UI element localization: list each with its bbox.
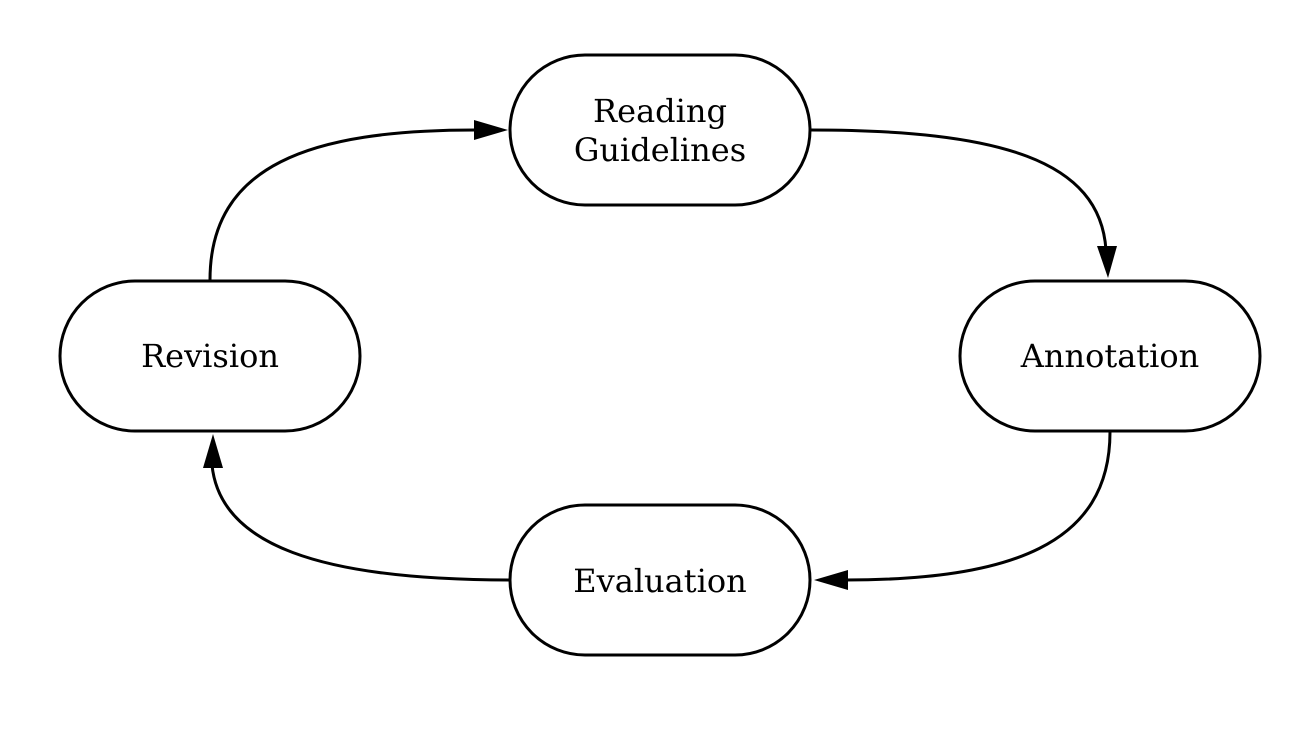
arrow-head-icon [203,434,223,468]
arrow-head-icon [474,120,508,140]
node-revision: Revision [58,279,362,433]
node-reading-guidelines-label-line2: Guidelines [574,131,746,169]
node-reading-guidelines: Reading Guidelines [508,53,812,207]
edge-evaluation-to-revision [203,434,511,582]
edge-annotation-to-evaluation [814,431,1112,590]
node-annotation: Annotation [958,279,1262,433]
arrow-head-icon [1097,246,1117,278]
arrow-head-icon [814,570,848,590]
node-revision-label: Revision [141,337,279,375]
node-reading-guidelines-label-line1: Reading [593,92,727,130]
node-evaluation: Evaluation [508,503,812,657]
edge-reading-to-annotation [809,128,1117,278]
edge-revision-to-reading [208,120,508,281]
node-evaluation-label: Evaluation [573,562,746,600]
node-annotation-label: Annotation [1020,337,1200,375]
